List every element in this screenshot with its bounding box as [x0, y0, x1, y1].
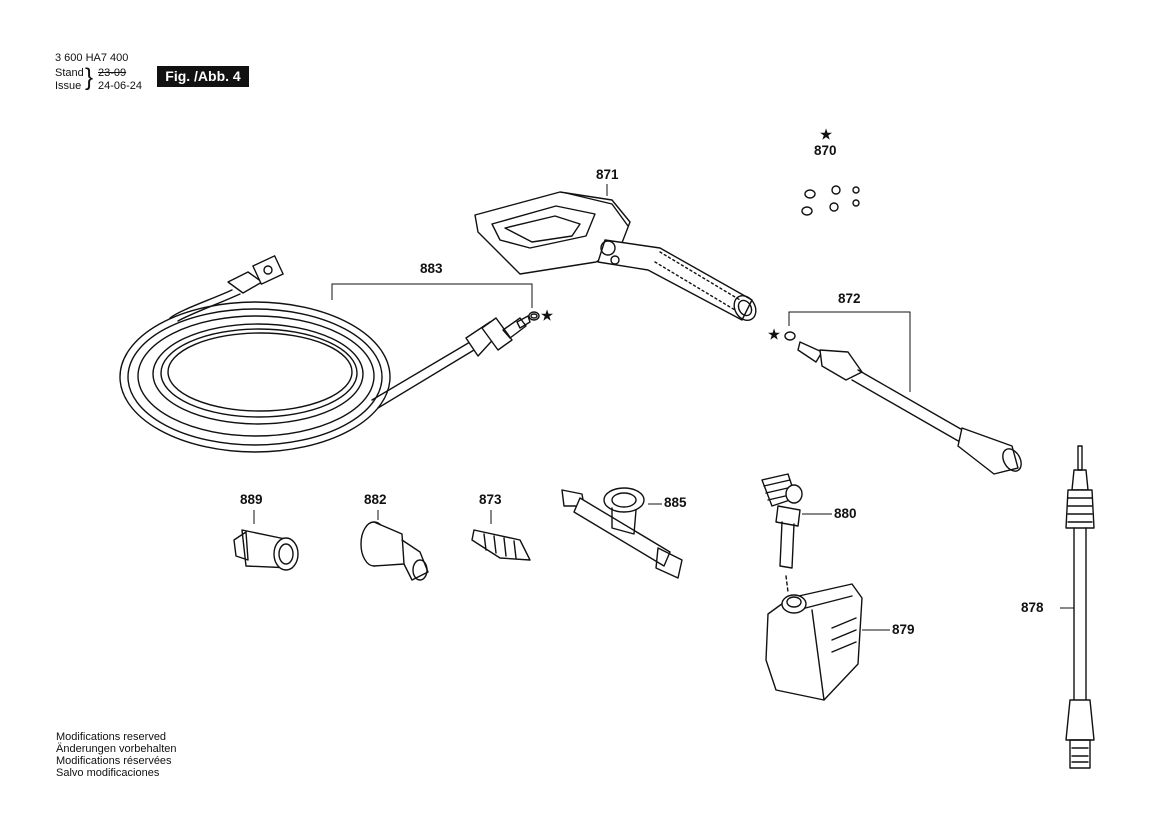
suction-hose-880 — [761, 473, 803, 593]
part-label-880: 880 — [834, 506, 857, 521]
issue-date: 24-06-24 — [98, 80, 143, 92]
part-label-870: 870 — [814, 143, 837, 158]
part-label-878: 878 — [1021, 600, 1044, 615]
o-rings-870 — [801, 185, 860, 216]
figure-badge: Fig. /Abb. 4 — [157, 66, 249, 87]
tank-879 — [765, 583, 863, 701]
modification-notes: Modifications reserved Änderungen vorbeh… — [56, 731, 176, 779]
part-label-873: 873 — [479, 492, 502, 507]
nozzle-885 — [561, 487, 683, 579]
leader-lines — [253, 184, 1074, 631]
part-label-872: 872 — [838, 291, 861, 306]
adapter-889 — [233, 529, 299, 571]
stand-label: Stand — [55, 67, 84, 79]
brace-glyph: } — [85, 64, 94, 91]
part-label-883: 883 — [420, 261, 443, 276]
part-label-889: 889 — [240, 492, 263, 507]
part-label-885: 885 — [664, 495, 687, 510]
note-fr: Modifications réservées — [56, 755, 172, 767]
extension-878 — [1065, 445, 1095, 769]
part-number: 3 600 HA7 400 — [55, 52, 129, 64]
hose-883 — [119, 255, 540, 453]
issue-label: Issue — [55, 80, 82, 92]
old-date: 23-09 — [98, 67, 127, 79]
star-marker-872: ★ — [768, 327, 781, 342]
gun-handle-871 — [474, 191, 757, 322]
star-marker-870: ★ — [820, 127, 833, 142]
part-label-871: 871 — [596, 167, 619, 182]
adapter-882 — [360, 521, 429, 581]
part-label-879: 879 — [892, 622, 915, 637]
note-en: Modifications reserved — [56, 731, 167, 743]
part-label-882: 882 — [364, 492, 387, 507]
lance-872 — [784, 331, 1022, 475]
filter-873 — [471, 529, 531, 561]
star-marker-883: ★ — [541, 308, 554, 323]
note-es: Salvo modificaciones — [56, 767, 160, 779]
note-de: Änderungen vorbehalten — [56, 743, 177, 755]
